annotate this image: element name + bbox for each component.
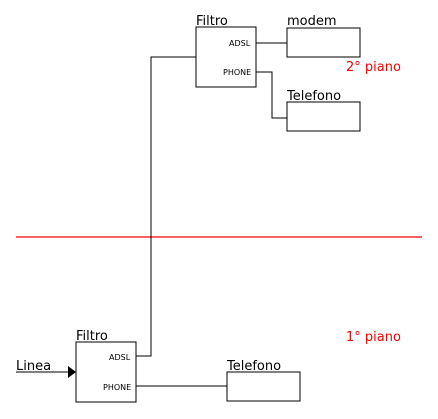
upper-filter-box	[195, 26, 257, 88]
riser-wire	[136, 56, 196, 357]
lower-filter-adsl-port: ADSL	[109, 353, 131, 362]
lower-phone-label: Telefono	[226, 359, 281, 374]
lower-filter-title: Filtro	[76, 329, 108, 344]
second-floor-label: 2° piano	[346, 60, 401, 75]
modem-label: modem	[287, 14, 337, 29]
upper-filter-adsl-port: ADSL	[229, 39, 251, 48]
upper-filter-title: Filtro	[196, 14, 228, 29]
lower-phone-box	[226, 371, 301, 402]
modem-box	[286, 27, 361, 58]
lower-filter-phone-port: PHONE	[103, 383, 131, 392]
line-arrow-icon	[68, 366, 76, 378]
upper-phone-box	[286, 101, 361, 132]
upper-phone-to-telefono-wire	[256, 71, 287, 119]
upper-phone-label: Telefono	[286, 89, 341, 104]
first-floor-label: 1° piano	[346, 330, 401, 345]
lower-filter-box	[75, 341, 137, 403]
upper-filter-phone-port: PHONE	[223, 68, 251, 77]
line-label: Linea	[16, 359, 51, 374]
